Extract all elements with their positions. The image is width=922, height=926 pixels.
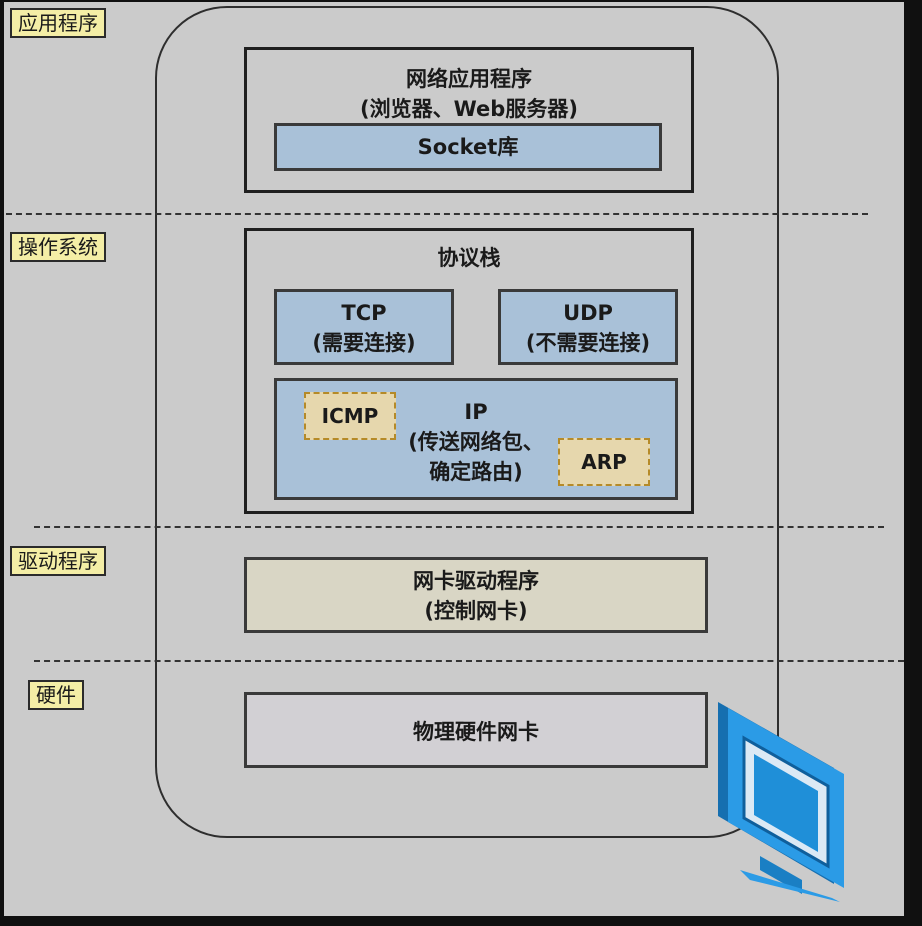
tcp-box: TCP (需要连接)	[274, 289, 454, 365]
icmp-box: ICMP	[304, 392, 396, 440]
computer-monitor-icon	[718, 702, 844, 902]
layer-label-os: 操作系统	[10, 232, 106, 262]
tcp-name: TCP	[341, 301, 387, 325]
ip-name: IP	[464, 400, 488, 424]
network-application-box: 网络应用程序 (浏览器、Web服务器)	[244, 47, 694, 193]
udp-box: UDP (不需要连接)	[498, 289, 678, 365]
driver-subtitle: (控制网卡)	[424, 599, 528, 623]
socket-library-box: Socket库	[274, 123, 662, 171]
udp-name: UDP	[563, 301, 613, 325]
layer-label-application: 应用程序	[10, 8, 106, 38]
hardware-title: 物理硬件网卡	[413, 720, 539, 744]
protocol-stack-title: 协议栈	[437, 246, 501, 270]
arp-box: ARP	[558, 438, 650, 486]
layer-label-hardware: 硬件	[28, 680, 84, 710]
ip-line1: (传送网络包、	[408, 430, 544, 454]
divider-driver-hardware	[34, 660, 904, 662]
driver-title: 网卡驱动程序	[413, 569, 539, 593]
app-box-subtitle: (浏览器、Web服务器)	[360, 97, 578, 121]
udp-note: (不需要连接)	[525, 331, 651, 355]
physical-nic-box: 物理硬件网卡	[244, 692, 708, 768]
protocol-stack-box: 协议栈	[244, 228, 694, 514]
divider-os-driver	[34, 526, 884, 528]
layer-label-driver: 驱动程序	[10, 546, 106, 576]
divider-app-os	[6, 213, 868, 215]
ip-line2: 确定路由)	[429, 460, 523, 484]
host-outline	[155, 6, 779, 838]
nic-driver-box: 网卡驱动程序 (控制网卡)	[244, 557, 708, 633]
app-box-title: 网络应用程序	[406, 67, 532, 91]
tcp-note: (需要连接)	[312, 331, 416, 355]
diagram-canvas: 应用程序 操作系统 驱动程序 硬件 网络应用程序 (浏览器、Web服务器) So…	[4, 2, 904, 916]
